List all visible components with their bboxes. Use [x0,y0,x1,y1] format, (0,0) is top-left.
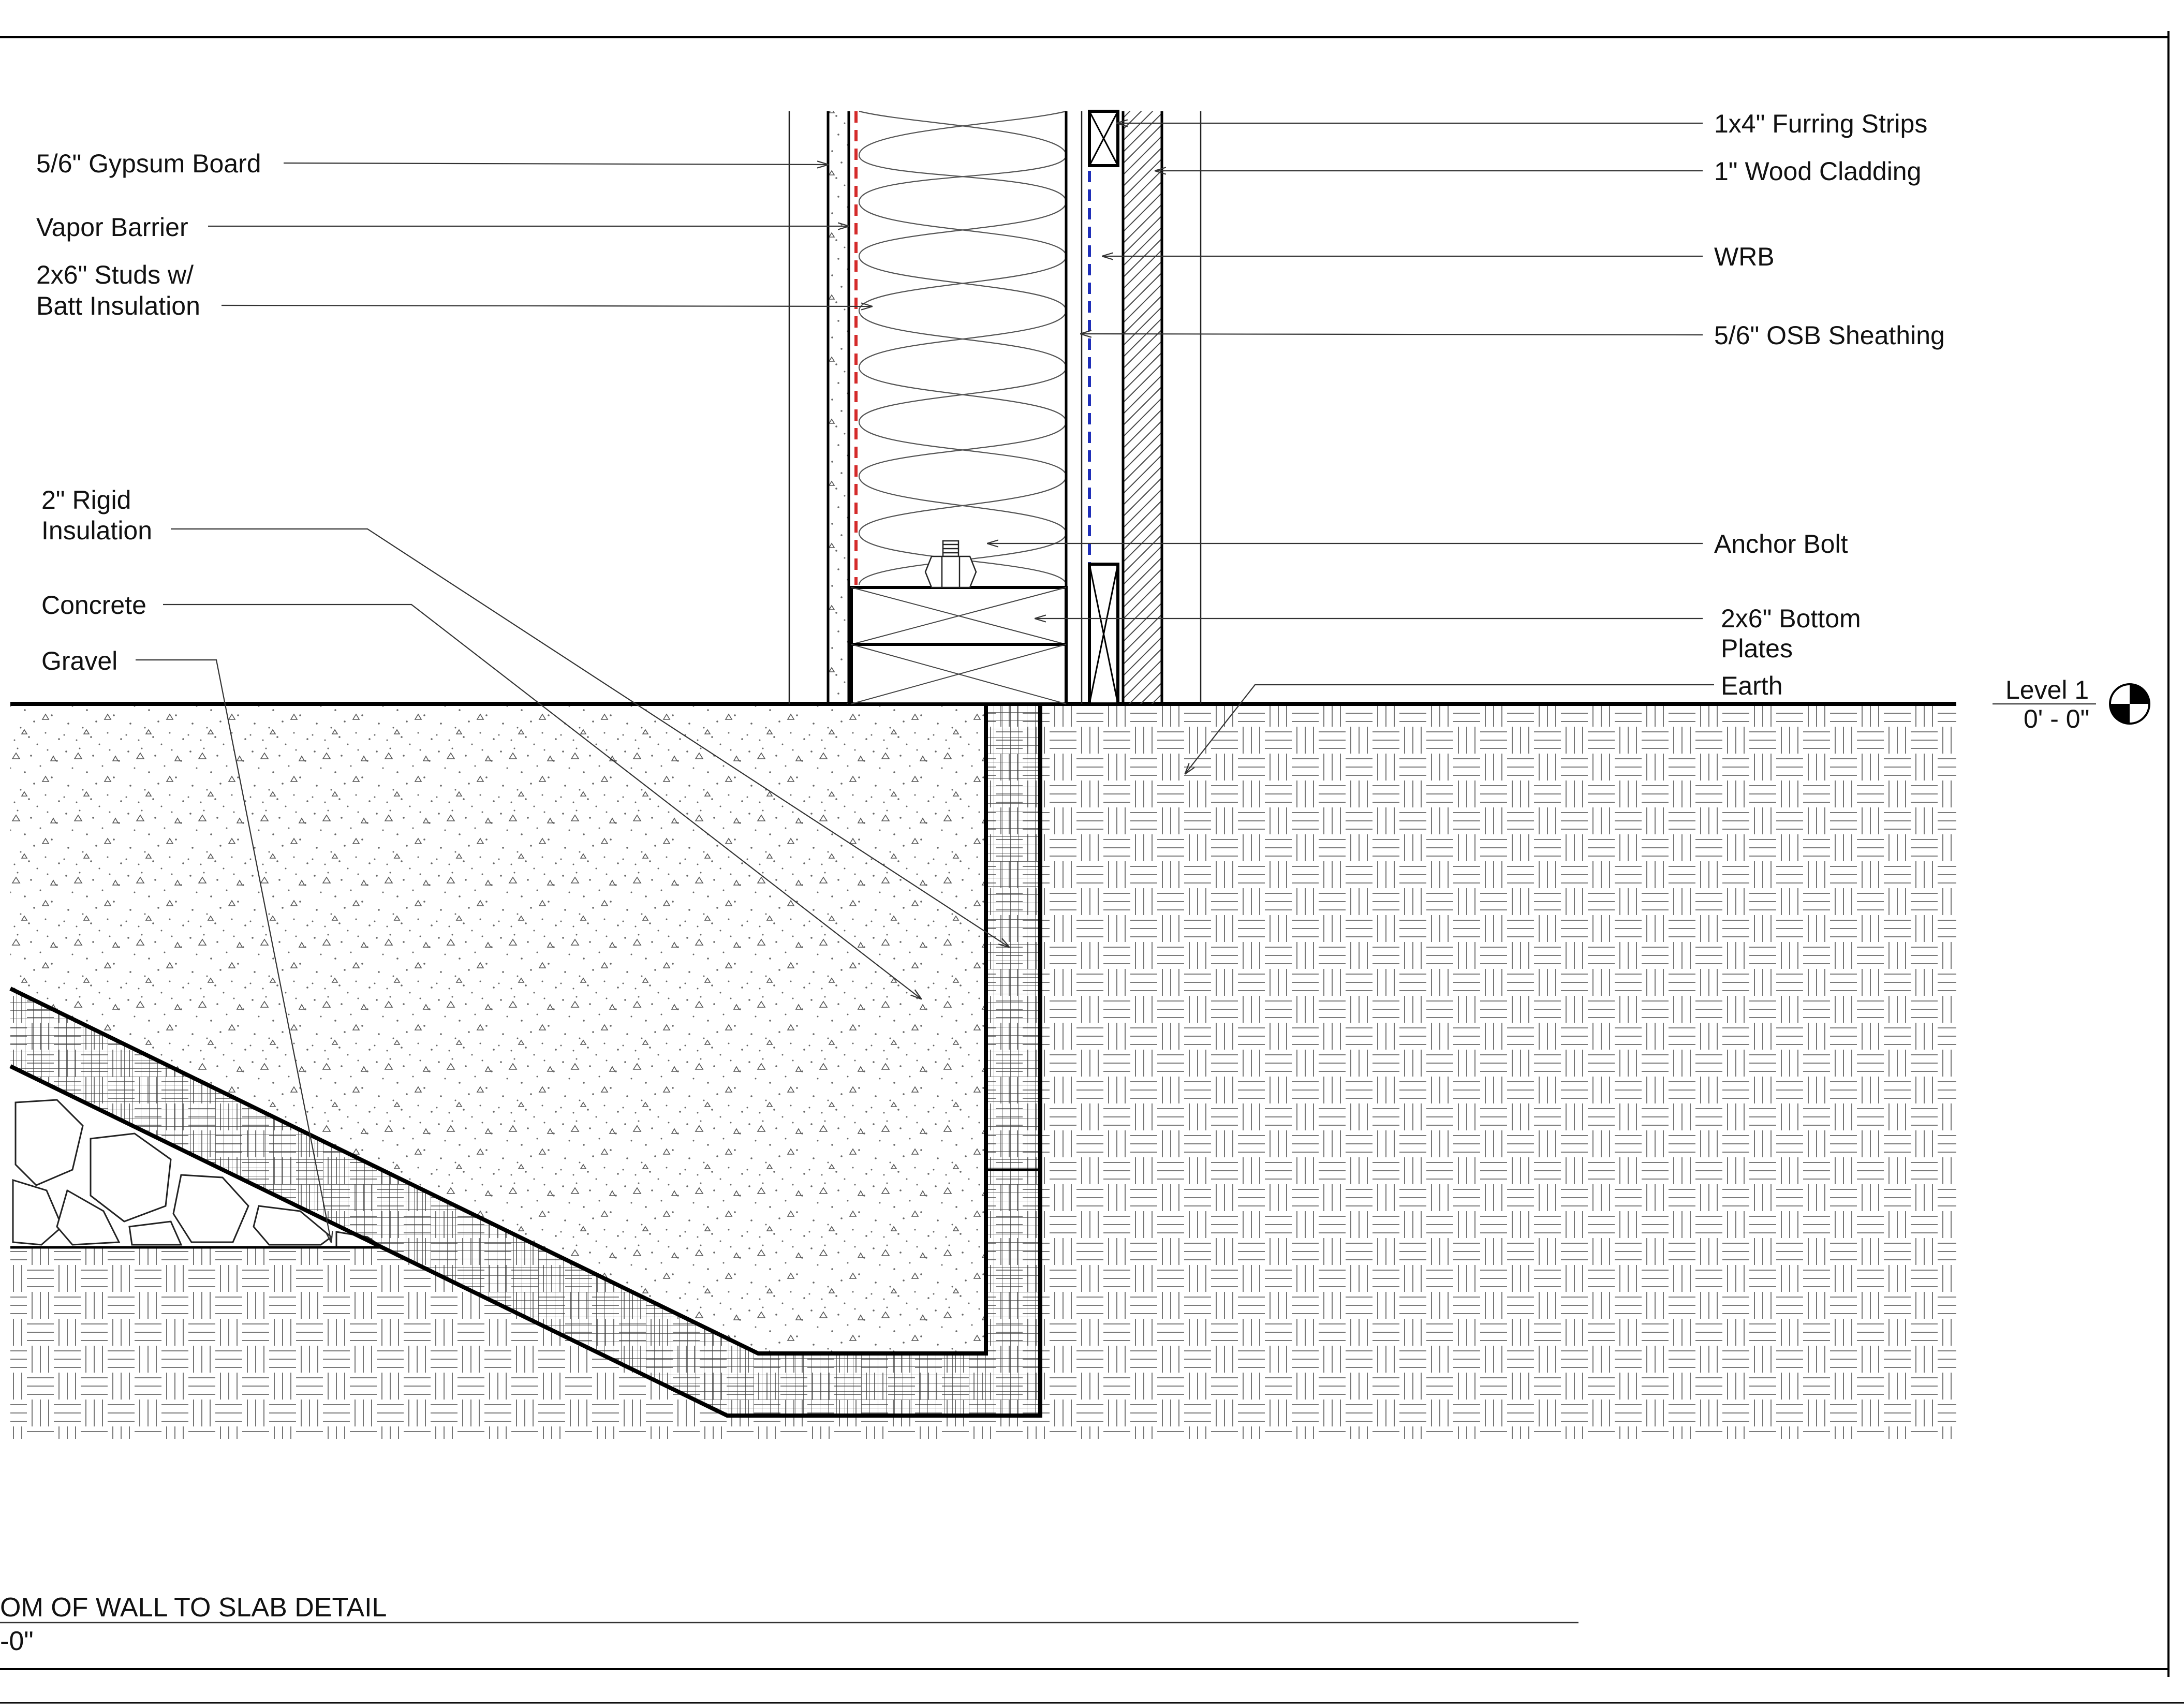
level-elevation: 0' - 0" [2024,704,2089,733]
gravel-stones [12,1099,386,1248]
label-bottom-plates-line1: 2x6" Bottom [1721,604,1861,633]
leader-lines [136,123,1714,1242]
label-furring-strips: 1x4" Furring Strips [1714,109,1927,138]
label-earth: Earth [1721,671,1783,700]
left-callouts: 5/6" Gypsum Board Vapor Barrier 2x6" Stu… [36,149,261,675]
label-studs-line1: 2x6" Studs w/ [36,260,194,289]
wood-cladding [1123,111,1162,704]
label-bottom-plates-line2: Plates [1721,634,1793,663]
batt-insulation [858,110,1067,585]
title-block: OM OF WALL TO SLAB DETAIL -0" [0,1593,1578,1656]
right-callouts: 1x4" Furring Strips 1" Wood Cladding WRB… [1714,109,1945,700]
label-gravel: Gravel [41,646,117,675]
label-wood-cladding: 1" Wood Cladding [1714,157,1921,186]
sheet-border [0,31,2184,1704]
drawing-title: OM OF WALL TO SLAB DETAIL [0,1593,387,1623]
level-marker: Level 1 0' - 0" [1993,675,2150,733]
label-studs-line2: Batt Insulation [36,291,200,320]
anchor-bolt [924,540,977,588]
label-rigid-line2: Insulation [41,516,152,545]
label-vapor-barrier: Vapor Barrier [36,213,188,242]
gypsum-board [828,111,849,704]
label-rigid-line1: 2" Rigid [41,485,131,514]
label-anchor-bolt: Anchor Bolt [1714,529,1848,558]
label-gypsum-board: 5/6" Gypsum Board [36,149,261,178]
label-osb-sheathing: 5/6" OSB Sheathing [1714,321,1945,350]
drawing-scale: -0" [0,1626,34,1656]
label-concrete: Concrete [41,591,146,620]
foundation-assembly [9,702,1956,1418]
wall-assembly [788,110,1202,705]
label-wrb: WRB [1714,242,1775,271]
level-datum-icon [2109,683,2150,725]
level-name: Level 1 [2005,675,2089,704]
